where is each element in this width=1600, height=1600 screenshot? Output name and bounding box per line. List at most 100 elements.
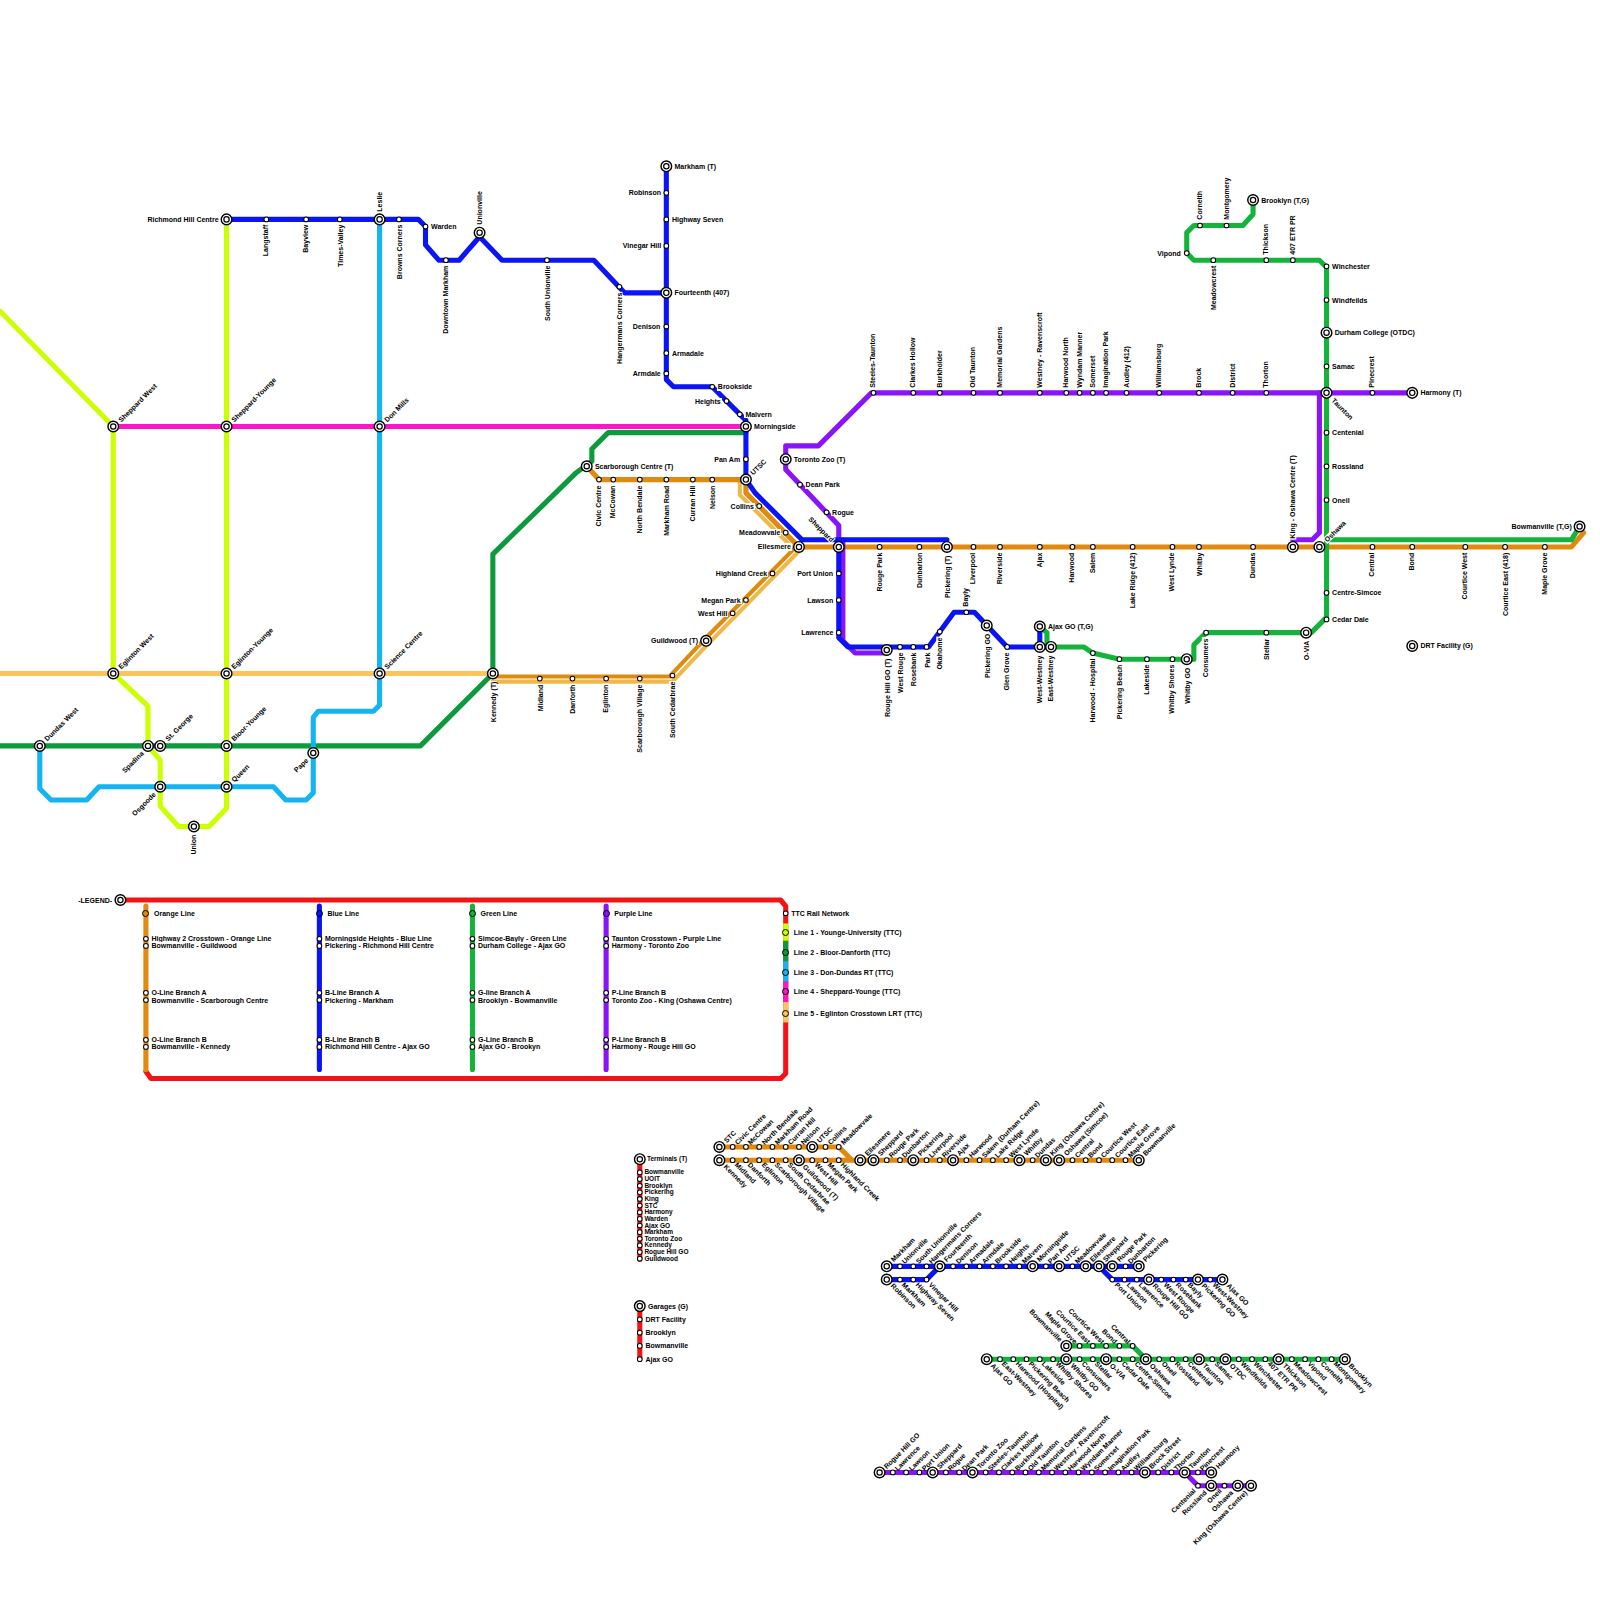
station-marker [1157, 1357, 1162, 1362]
marker-ring [1050, 1470, 1055, 1475]
marker-ring [1104, 391, 1109, 396]
legend-text: Green Line [480, 910, 519, 917]
station-marker [823, 1145, 828, 1150]
marker-ring [637, 1256, 642, 1261]
station-label: Pickering [644, 1189, 673, 1195]
marker-ring [1097, 1158, 1102, 1163]
marker-ring [944, 1470, 949, 1475]
marker-core [703, 638, 708, 643]
legend-orange-rule [143, 906, 148, 1069]
station-label: Spadina [120, 749, 146, 775]
station-marker [957, 1470, 962, 1475]
marker-ring [664, 477, 669, 482]
station-marker [1264, 258, 1269, 263]
station-marker [604, 1037, 609, 1042]
legend-green-rule [470, 906, 475, 1069]
station-marker [264, 217, 269, 222]
marker-ring [604, 998, 609, 1003]
station-label: Markham (T) [673, 163, 717, 170]
marker-ring [1236, 1357, 1241, 1362]
station-marker [1030, 1158, 1035, 1163]
interchange-marker [1407, 641, 1418, 652]
station-marker [637, 1223, 642, 1228]
marker-ring [1208, 1277, 1213, 1282]
marker-ring [874, 1467, 885, 1478]
station-marker [1091, 391, 1096, 396]
marker-ring [757, 1145, 762, 1150]
marker-ring [1046, 642, 1057, 653]
station-label: East-Westney [1047, 654, 1054, 702]
station-marker [1198, 223, 1203, 228]
marker-ring [661, 288, 672, 299]
marker-ring [1034, 621, 1045, 632]
marker-ring [770, 1145, 775, 1150]
marker-ring [911, 391, 916, 396]
marker-ring [144, 1045, 149, 1050]
legend-text: Line 4 - Sheppard-Younge (TTC) [793, 988, 901, 995]
station-label: DRT Facility (G) [1419, 642, 1474, 649]
marker-ring [604, 1037, 609, 1042]
station-marker [877, 545, 882, 550]
station-label: Pickering GO [983, 633, 990, 679]
marker-ring [604, 936, 609, 941]
legend-ttc-rule [783, 941, 788, 961]
station-marker [664, 477, 669, 482]
marker-ring [1289, 1357, 1294, 1362]
marker-ring [637, 1317, 642, 1322]
marker-core [944, 544, 949, 549]
station-marker [983, 1470, 988, 1475]
station-marker [670, 673, 675, 678]
station-marker [730, 1158, 735, 1163]
marker-ring [1321, 388, 1332, 399]
station-marker [1251, 545, 1256, 550]
station-label: West-Westney [1036, 654, 1043, 704]
station-marker [924, 1277, 929, 1282]
marker-core [158, 743, 163, 748]
station-label: Lakeside [1143, 664, 1150, 696]
marker-ring [397, 217, 402, 222]
station-marker [924, 1158, 929, 1163]
legend-ttc-rule [783, 961, 788, 981]
legend-swatch [142, 910, 149, 917]
station-marker [1089, 1470, 1094, 1475]
station-label: Dundas [1249, 552, 1256, 580]
marker-ring [868, 1155, 879, 1166]
station-label: Old Taunton [970, 346, 977, 389]
station-marker [884, 1158, 889, 1163]
station-marker [1110, 1277, 1115, 1282]
station-label: Consumers [1202, 637, 1209, 678]
station-marker [1104, 391, 1109, 396]
interchange-marker [1054, 1155, 1065, 1166]
station-label: Armdale [632, 370, 662, 377]
station-label: Park [923, 652, 930, 669]
station-marker [937, 629, 942, 634]
station-marker [977, 1158, 982, 1163]
marker-core [1103, 1357, 1108, 1362]
station-marker [1230, 391, 1235, 396]
station-marker [1036, 1470, 1041, 1475]
marker-ring [637, 1217, 642, 1222]
station-marker [604, 944, 609, 949]
station-marker [964, 1264, 969, 1269]
station-marker [1104, 1344, 1109, 1349]
marker-ring [730, 1145, 735, 1150]
station-marker [637, 1236, 642, 1241]
marker-ring [1248, 195, 1259, 206]
station-marker [744, 1158, 749, 1163]
station-marker [1210, 1357, 1215, 1362]
marker-ring [1116, 1470, 1121, 1475]
station-marker [1183, 1277, 1188, 1282]
interchange-marker [488, 668, 499, 679]
marker-ring [1054, 1155, 1065, 1166]
station-label: Collins [730, 503, 755, 510]
station-marker [937, 391, 942, 396]
station-marker [470, 1045, 475, 1050]
station-label: Kennedy (T) [490, 681, 497, 723]
marker-ring [637, 676, 642, 681]
station-marker [1123, 1264, 1128, 1269]
marker-ring [1183, 1277, 1188, 1282]
marker-core [1220, 1277, 1225, 1282]
station-label: Guildwood [644, 1256, 678, 1262]
marker-ring [1037, 391, 1042, 396]
station-label: Lake Ridge (412) [1129, 552, 1136, 610]
